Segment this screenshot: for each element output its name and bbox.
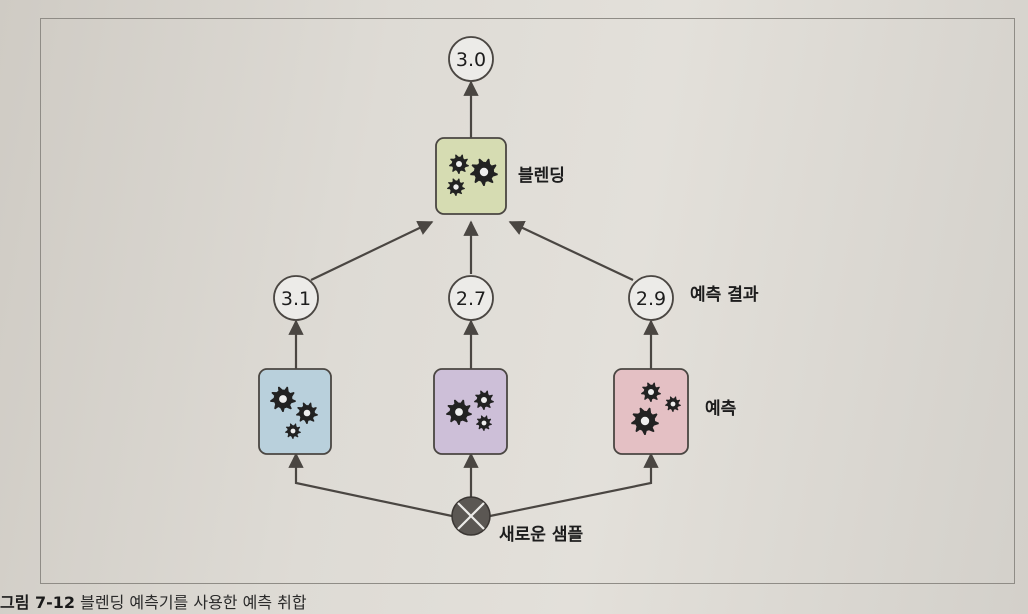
figure-frame bbox=[40, 18, 1015, 584]
predictor-node-1 bbox=[258, 368, 332, 455]
prediction-value-2: 2.7 bbox=[456, 288, 486, 310]
gear-hole bbox=[479, 167, 489, 177]
output-node: 3.0 bbox=[448, 36, 494, 82]
prediction-value-1: 3.1 bbox=[281, 288, 311, 310]
edge-sample-to-predictor-3 bbox=[489, 452, 659, 518]
gear-hole bbox=[455, 408, 463, 416]
prediction-node-1: 3.1 bbox=[273, 275, 319, 321]
prediction-value-3: 2.9 bbox=[636, 288, 666, 310]
caption-number: 그림 7-12 bbox=[0, 593, 76, 612]
edge-prediction-1-to-blender bbox=[310, 221, 434, 281]
gear-hole bbox=[640, 416, 650, 426]
edges bbox=[288, 80, 659, 518]
gear-hole bbox=[481, 397, 487, 403]
gear-hole bbox=[481, 420, 487, 426]
predictor-node-3 bbox=[613, 368, 689, 455]
blender-node: 블렌딩 bbox=[435, 137, 565, 215]
predictor-label: 예측 bbox=[705, 399, 737, 419]
gears-icon bbox=[631, 382, 681, 435]
gear-hole bbox=[303, 409, 311, 417]
prediction-label: 예측 결과 bbox=[690, 285, 759, 305]
edge-prediction-3-to-blender bbox=[508, 220, 634, 281]
gear-hole bbox=[456, 161, 462, 167]
figure-caption: 그림 7-12 블렌딩 예측기를 사용한 예측 취합 bbox=[0, 589, 307, 613]
cross-circle-icon bbox=[457, 502, 485, 530]
new-sample-node: 새로운 샘플 bbox=[451, 496, 583, 545]
new-sample-label: 새로운 샘플 bbox=[499, 525, 583, 545]
gear-hole bbox=[670, 401, 676, 407]
gear-hole bbox=[453, 184, 459, 190]
gear-hole bbox=[290, 428, 296, 434]
blender-label: 블렌딩 bbox=[518, 166, 565, 186]
prediction-node-2: 2.7 bbox=[448, 275, 494, 321]
gear-hole bbox=[279, 395, 287, 403]
gears-icon bbox=[446, 390, 494, 431]
gears-icon bbox=[270, 386, 318, 439]
predictor-node-2 bbox=[433, 368, 508, 455]
prediction-node-3: 2.9 bbox=[628, 275, 674, 321]
gears-icon bbox=[447, 154, 498, 196]
output-value: 3.0 bbox=[456, 49, 486, 71]
edge-sample-to-predictor-1 bbox=[288, 452, 453, 518]
caption-text: 블렌딩 예측기를 사용한 예측 취합 bbox=[80, 593, 307, 612]
gear-hole bbox=[648, 389, 654, 395]
